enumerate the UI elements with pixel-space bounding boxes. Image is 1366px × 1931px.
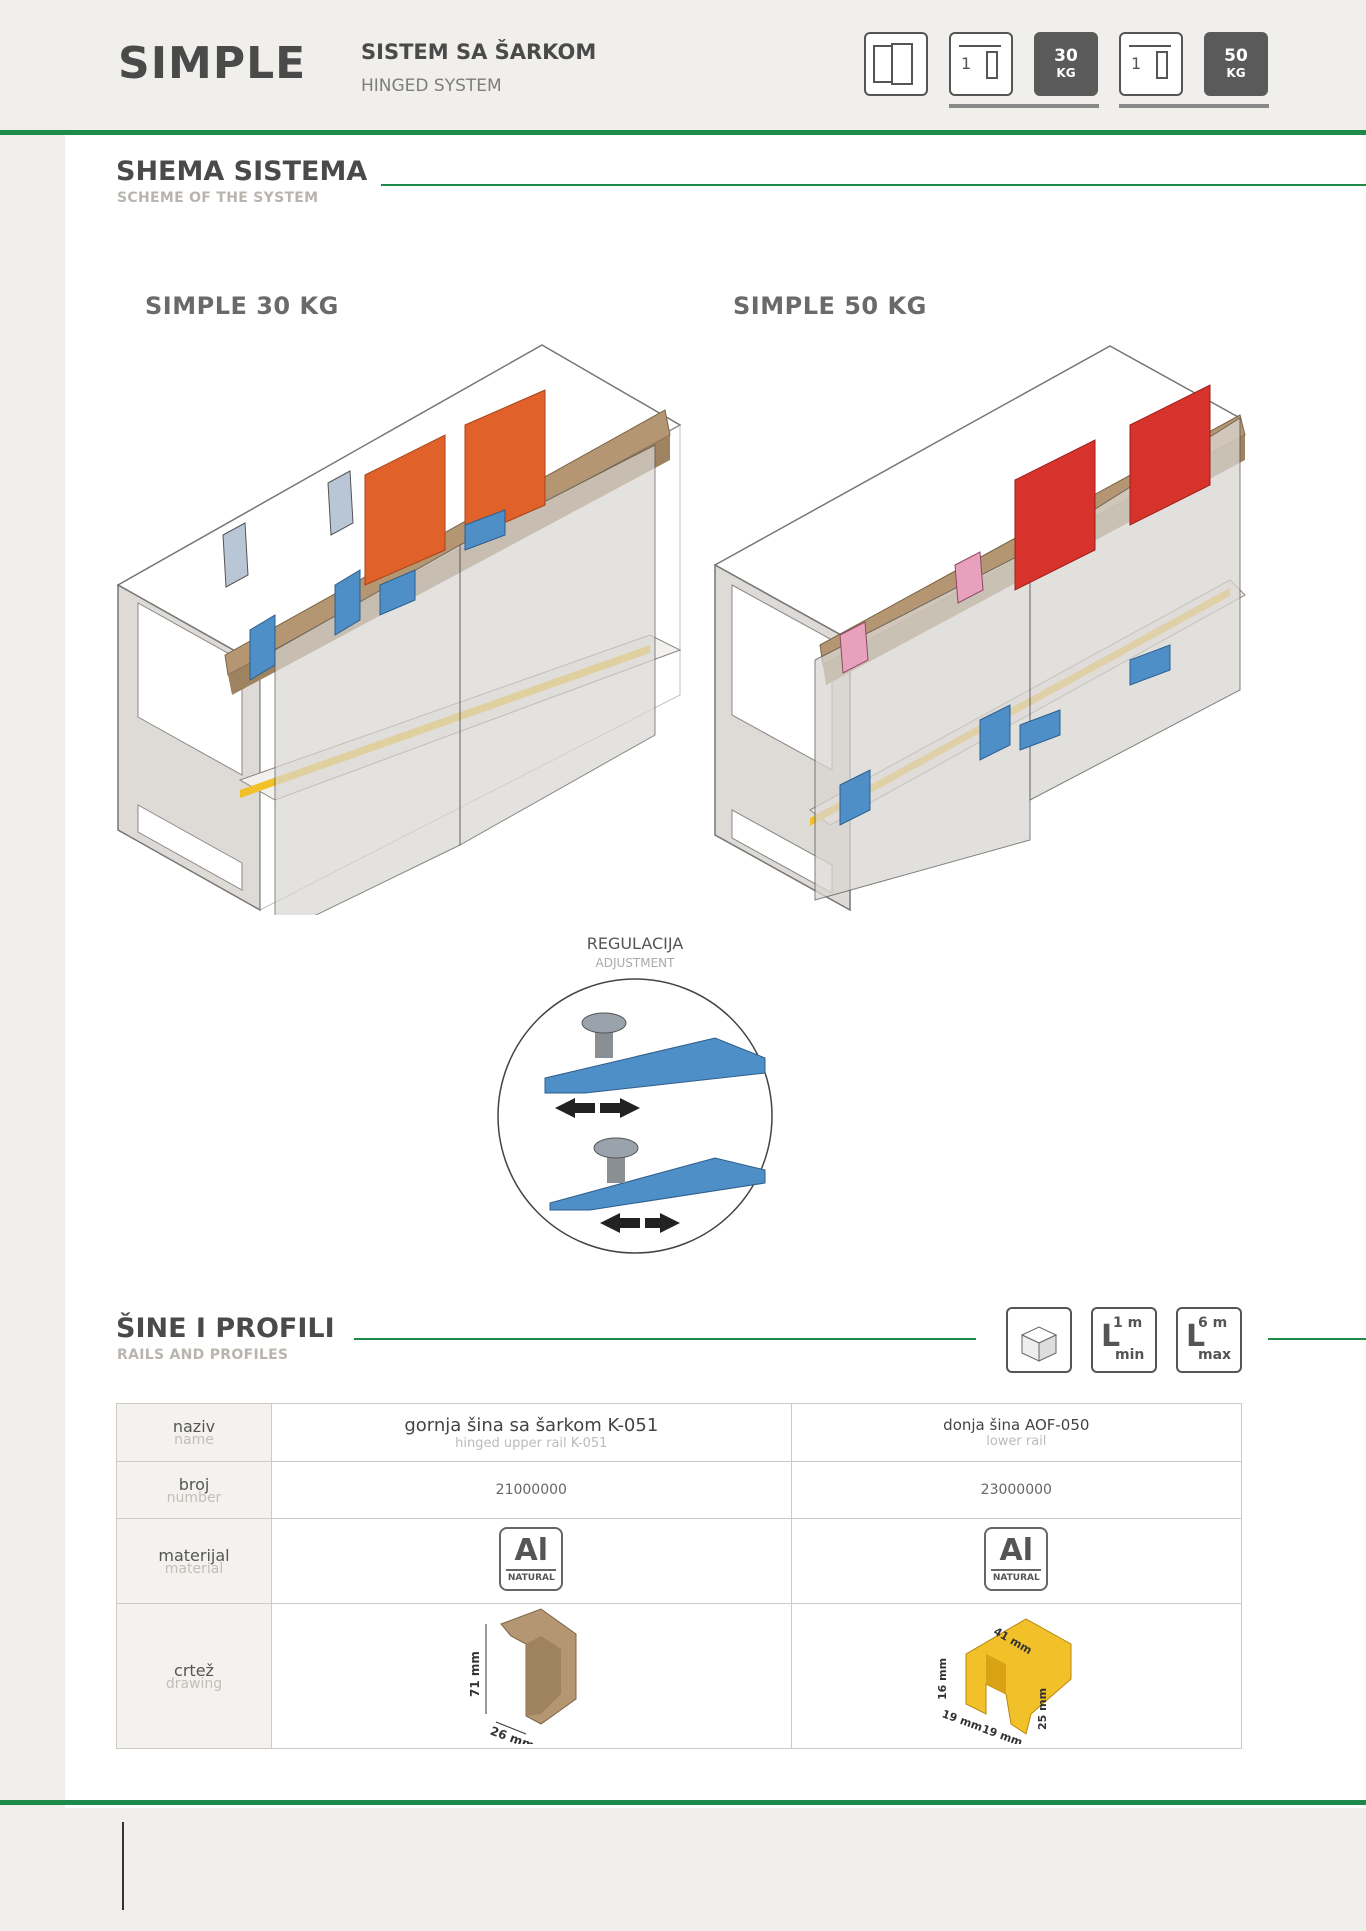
footer-divider [0,1800,1366,1805]
rails-title: ŠINE I PROFILI [116,1313,335,1344]
adjustment-subtitle: ADJUSTMENT [595,956,675,970]
model-30-label: SIMPLE 30 KG [145,292,339,320]
underline-50 [1119,104,1269,108]
upper-rail-drawing: 71 mm 26 mm [468,1608,577,1753]
footer-bar [122,1822,124,1910]
door-icon [864,32,928,96]
adjustment-title: REGULACIJA [586,934,684,953]
footer [0,1808,1366,1931]
package-icon [1006,1307,1072,1373]
svg-text:26 mm: 26 mm [489,1724,537,1744]
lower-rail-drawing: 16 mm 41 mm 19 mm 19 mm 25 mm [936,1618,1072,1749]
length-max-icon: 6 m L max [1176,1307,1242,1373]
svg-text:16 mm: 16 mm [936,1658,949,1700]
one-door-icon: 1 [949,32,1013,96]
rails-subtitle: RAILS AND PROFILES [117,1347,289,1363]
diagram-simple-50 [713,345,1246,912]
header-divider [0,130,1366,135]
weight-30-icon: 30 KG [1034,32,1098,96]
brand-title: SIMPLE [118,38,307,89]
one-door-icon: 1 [1119,32,1183,96]
svg-text:19 mm: 19 mm [941,1707,985,1734]
weight-50-icon: 50 KG [1204,32,1268,96]
svg-text:71 mm: 71 mm [468,1651,482,1697]
scheme-subtitle: SCHEME OF THE SYSTEM [117,190,319,206]
rails-rule [354,1338,976,1340]
rails-rule-end [1268,1338,1366,1340]
scheme-rule [381,184,1366,186]
model-50-label: SIMPLE 50 KG [733,292,927,320]
diagram-simple-30 [116,344,682,915]
adjustment-detail [497,978,773,1254]
scheme-title: SHEMA SISTEMA [116,156,368,187]
underline-30 [949,104,1099,108]
length-min-icon: 1 m L min [1091,1307,1157,1373]
system-subtitle: HINGED SYSTEM [361,76,502,96]
svg-text:25 mm: 25 mm [1036,1688,1049,1730]
system-title: SISTEM SA ŠARKOM [361,40,597,64]
